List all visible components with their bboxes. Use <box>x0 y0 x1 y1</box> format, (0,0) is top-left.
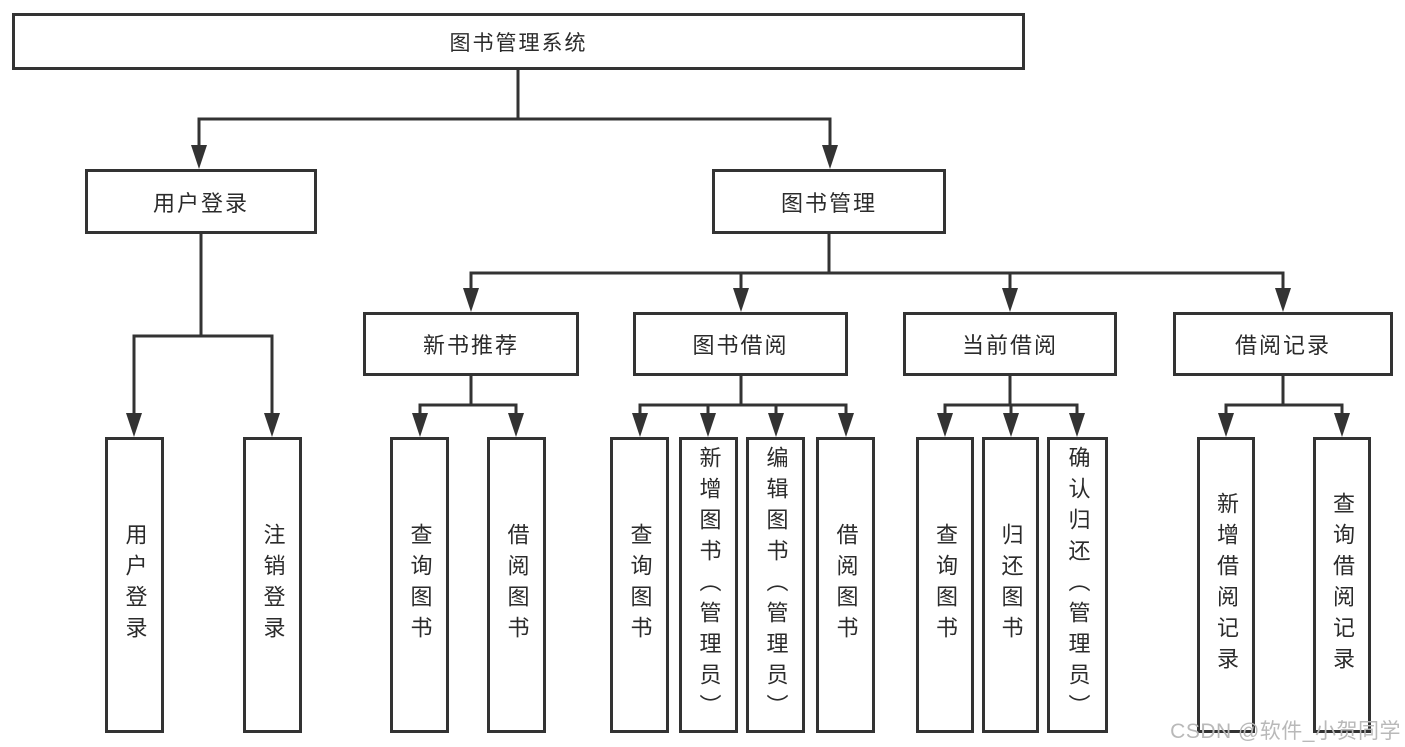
arrowhead-icon <box>768 413 784 437</box>
node-new-book-recommendation: 新书推荐 <box>363 312 579 376</box>
arrowhead-icon <box>412 413 428 437</box>
leaf-borrow-books-borrowing-label: 借阅图书 <box>833 523 859 647</box>
node-book-management: 图书管理 <box>712 169 946 234</box>
arrowhead-icon <box>508 413 524 437</box>
leaf-query-books-borrowing: 查询图书 <box>610 437 669 733</box>
leaf-user-login: 用户登录 <box>105 437 164 733</box>
node-book-borrowing: 图书借阅 <box>633 312 848 376</box>
watermark: CSDN @软件_小贺同学 <box>1170 720 1401 743</box>
leaf-add-books-admin-label: 新增图书（管理员） <box>696 445 722 725</box>
arrowhead-icon <box>264 413 280 437</box>
leaf-add-borrow-record-label: 新增借阅记录 <box>1214 492 1239 678</box>
node-borrowing-records: 借阅记录 <box>1173 312 1393 376</box>
arrowhead-icon <box>937 413 953 437</box>
arrowhead-icon <box>463 288 479 312</box>
arrowhead-icon <box>822 145 838 169</box>
leaf-borrow-books-recommend-label: 借阅图书 <box>504 523 530 647</box>
arrowhead-icon <box>1275 288 1291 312</box>
leaf-logout-label: 注销登录 <box>260 523 286 647</box>
leaf-query-borrow-record-label: 查询借阅记录 <box>1330 492 1355 678</box>
arrowhead-icon <box>191 145 207 169</box>
leaf-user-login-label: 用户登录 <box>122 523 148 647</box>
leaf-query-books-recommend-label: 查询图书 <box>407 523 433 647</box>
leaf-query-books-recommend: 查询图书 <box>390 437 449 733</box>
arrowhead-icon <box>1002 288 1018 312</box>
leaf-add-borrow-record: 新增借阅记录 <box>1197 437 1255 733</box>
leaf-confirm-return-admin: 确认归还（管理员） <box>1047 437 1108 733</box>
node-new-book-recommendation-label: 新书推荐 <box>422 333 519 358</box>
leaf-add-books-admin: 新增图书（管理员） <box>679 437 738 733</box>
arrowhead-icon <box>1218 413 1234 437</box>
node-current-borrowing-label: 当前借阅 <box>961 333 1058 358</box>
node-root: 图书管理系统 <box>12 13 1025 70</box>
leaf-borrow-books-recommend: 借阅图书 <box>487 437 546 733</box>
leaf-query-books-current-label: 查询图书 <box>933 523 958 647</box>
node-root-label: 图书管理系统 <box>449 31 588 55</box>
arrowhead-icon <box>1069 413 1085 437</box>
node-book-borrowing-label: 图书借阅 <box>692 333 789 358</box>
node-book-management-label: 图书管理 <box>780 190 877 216</box>
leaf-confirm-return-admin-label: 确认归还（管理员） <box>1065 445 1091 725</box>
leaf-query-books-borrowing-label: 查询图书 <box>627 523 653 647</box>
arrowhead-icon <box>733 288 749 312</box>
arrowhead-icon <box>632 413 648 437</box>
node-borrowing-records-label: 借阅记录 <box>1234 333 1331 358</box>
arrowhead-icon <box>126 413 142 437</box>
leaf-borrow-books-borrowing: 借阅图书 <box>816 437 875 733</box>
leaf-query-borrow-record: 查询借阅记录 <box>1313 437 1371 733</box>
leaf-query-books-current: 查询图书 <box>916 437 974 733</box>
leaf-edit-books-admin: 编辑图书（管理员） <box>746 437 805 733</box>
arrowhead-icon <box>1003 413 1019 437</box>
node-user-login-label: 用户登录 <box>152 190 249 216</box>
node-user-login: 用户登录 <box>85 169 317 234</box>
node-current-borrowing: 当前借阅 <box>903 312 1117 376</box>
arrowhead-icon <box>700 413 716 437</box>
arrowhead-icon <box>1334 413 1350 437</box>
arrowhead-icon <box>838 413 854 437</box>
leaf-return-books-label: 归还图书 <box>998 523 1024 647</box>
leaf-logout: 注销登录 <box>243 437 302 733</box>
leaf-edit-books-admin-label: 编辑图书（管理员） <box>763 445 789 725</box>
leaf-return-books: 归还图书 <box>982 437 1039 733</box>
